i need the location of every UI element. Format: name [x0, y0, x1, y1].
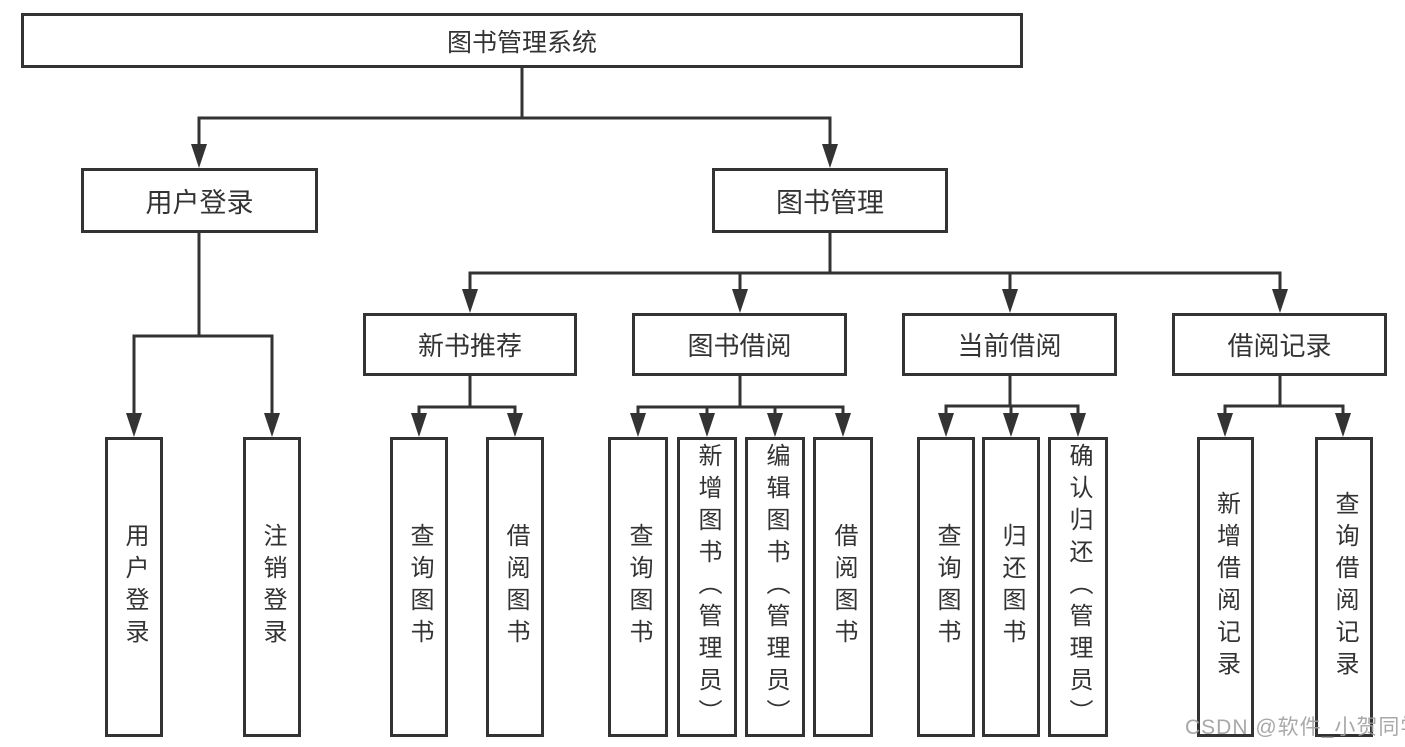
node-leaf-add-book-admin: 新增图书（管理员）	[677, 437, 737, 737]
node-label: 编辑图书（管理员）	[762, 443, 789, 731]
node-leaf-query-books-recommend: 查询图书	[390, 437, 448, 737]
node-leaf-edit-book-admin: 编辑图书（管理员）	[745, 437, 805, 737]
node-leaf-query-books-current: 查询图书	[917, 437, 975, 737]
node-leaf-query-borrow-record: 查询借阅记录	[1315, 437, 1373, 737]
node-label: 借阅图书	[830, 523, 857, 651]
node-label: 新书推荐	[417, 331, 522, 361]
node-leaf-borrow-books-borrowing: 借阅图书	[813, 437, 873, 737]
node-label: 查询图书	[406, 523, 433, 651]
node-label: 注销登录	[259, 523, 286, 651]
node-root: 图书管理系统	[21, 13, 1023, 68]
node-book-management: 图书管理	[712, 168, 948, 233]
node-leaf-borrow-books-recommend: 借阅图书	[486, 437, 544, 737]
node-new-book-recommend: 新书推荐	[363, 313, 577, 376]
node-leaf-query-books-borrowing: 查询图书	[608, 437, 668, 737]
node-label: 图书借阅	[687, 331, 792, 361]
node-leaf-logout: 注销登录	[243, 437, 301, 737]
node-label: 归还图书	[998, 523, 1025, 651]
node-label: 查询图书	[625, 523, 652, 651]
node-label: 新增借阅记录	[1212, 491, 1240, 683]
node-label: 图书管理	[776, 188, 884, 218]
node-leaf-return-books: 归还图书	[982, 437, 1040, 737]
node-label: 新增图书（管理员）	[694, 443, 721, 731]
node-borrowing-records: 借阅记录	[1172, 313, 1387, 376]
node-user-login: 用户登录	[81, 168, 318, 233]
node-leaf-user-login: 用户登录	[105, 437, 163, 737]
node-label: 查询图书	[933, 523, 960, 651]
node-label: 当前借阅	[957, 331, 1062, 361]
node-leaf-confirm-return-admin: 确认归还（管理员）	[1048, 437, 1108, 737]
node-book-borrowing: 图书借阅	[632, 313, 847, 376]
node-label: 查询借阅记录	[1331, 491, 1358, 683]
csdn-watermark: CSDN @软件_小贺同学	[1185, 716, 1405, 739]
node-current-borrowing: 当前借阅	[902, 313, 1117, 376]
node-label: 用户登录	[145, 188, 254, 218]
node-label: 确认归还（管理员）	[1065, 443, 1092, 731]
node-label: 借阅图书	[502, 523, 529, 651]
node-leaf-add-borrow-record: 新增借阅记录	[1197, 437, 1254, 737]
node-label: 借阅记录	[1227, 331, 1332, 361]
node-label: 图书管理系统	[446, 28, 597, 57]
node-label: 用户登录	[121, 523, 148, 651]
